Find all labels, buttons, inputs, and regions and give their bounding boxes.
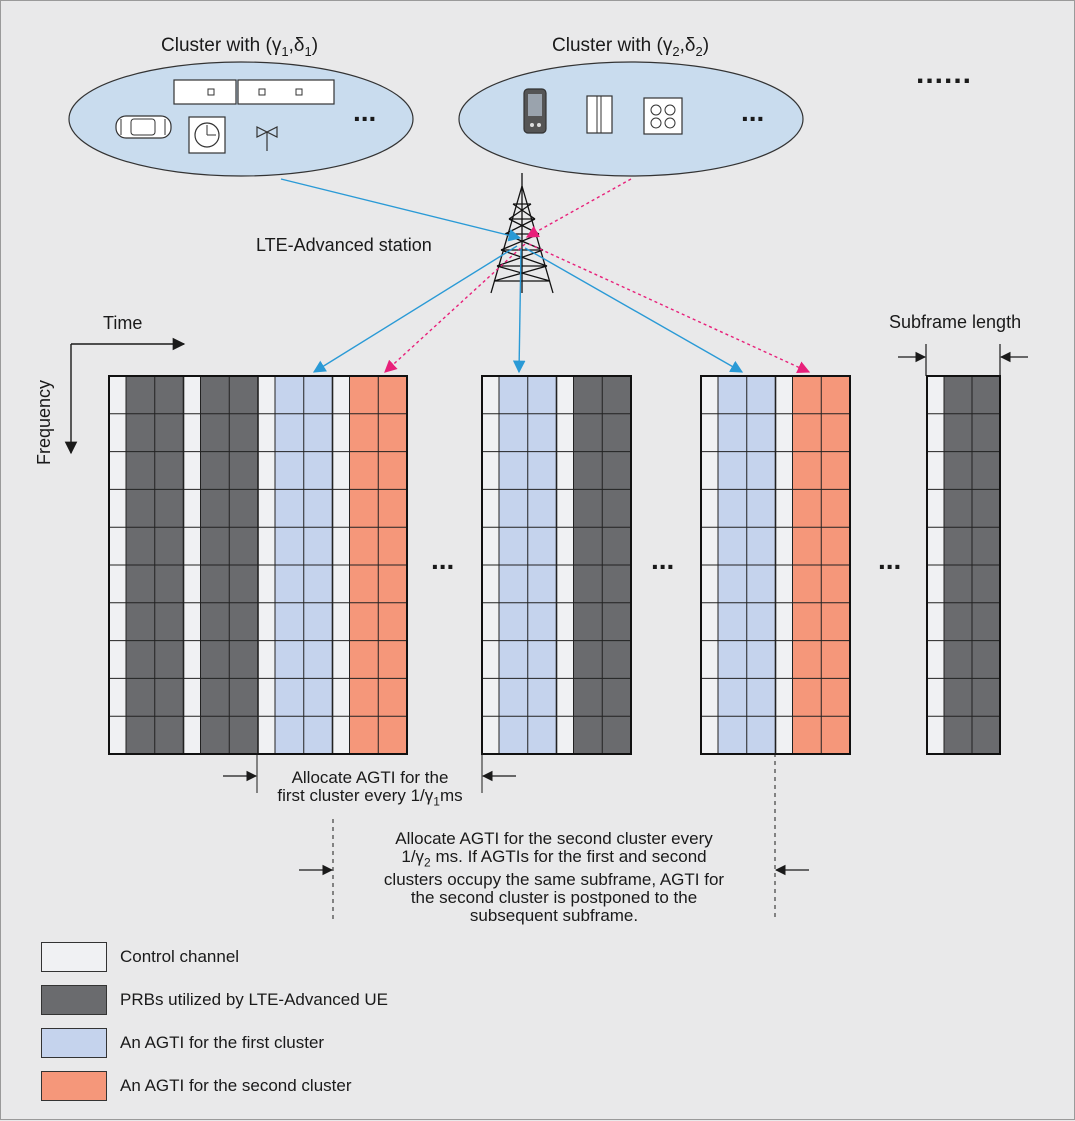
station-label: LTE-Advanced station	[256, 235, 432, 255]
second-agti-arrow-2	[528, 243, 811, 374]
cluster-1-ellipsis: ...	[353, 96, 376, 127]
legend-label-control: Control channel	[120, 947, 240, 966]
handheld-device-icon	[523, 88, 547, 134]
grid-ellipsis-3: ...	[878, 544, 901, 575]
time-axis-label: Time	[103, 313, 142, 333]
more-clusters-ellipsis: ......	[916, 57, 972, 90]
cluster-2-uplink-arrow	[525, 178, 632, 238]
second-cluster-annotation-line2: 1/γ2 ms. If AGTIs for the first and seco…	[401, 847, 707, 870]
grid-ellipsis-1: ...	[431, 544, 454, 575]
first-cluster-annotation-line2: first cluster every 1/γ1ms	[277, 786, 463, 809]
first-agti-arrow-1	[312, 245, 518, 373]
subframe-block-border	[108, 375, 408, 755]
first-cluster-annotation: Allocate AGTI for the first cluster ever…	[259, 769, 481, 810]
appliance-device-icon	[643, 97, 683, 135]
cabinet-device-icon	[586, 95, 613, 134]
subframe-length-label: Subframe length	[889, 312, 1021, 332]
first-agti-arrow-2	[512, 248, 526, 374]
legend-label-agti-first: An AGTI for the first cluster	[120, 1033, 325, 1052]
grid-ellipsis-2: ...	[651, 544, 674, 575]
antenna-sensor-icon	[256, 126, 278, 151]
legend-swatch-agti-first	[41, 1028, 107, 1058]
first-agti-arrow-3	[524, 247, 744, 373]
second-cluster-annotation-line5: subsequent subframe.	[469, 906, 639, 926]
legend-swatch-prb	[41, 985, 107, 1015]
first-cluster-annotation-line1: Allocate AGTI for the	[291, 768, 449, 787]
cluster-2-ellipsis: ...	[741, 96, 764, 127]
second-cluster-annotation-line3: clusters occupy the same subframe, AGTI …	[383, 870, 725, 890]
resource-grid	[108, 375, 1001, 755]
frequency-axis-label: Frequency	[34, 380, 54, 465]
legend-swatch-agti-second	[41, 1071, 107, 1101]
clock-meter-icon	[188, 116, 226, 154]
subframe-block-border	[481, 375, 632, 755]
legend-label-agti-second: An AGTI for the second cluster	[120, 1076, 352, 1095]
smart-meter-row-icon	[173, 79, 335, 105]
legend-swatch-control	[41, 942, 107, 972]
subframe-block-border	[926, 375, 1001, 755]
legend-label-prb: PRBs utilized by LTE-Advanced UE	[120, 990, 389, 1009]
cluster-2-label: Cluster with (γ2,δ2)	[552, 35, 709, 59]
car-icon	[115, 115, 172, 139]
second-cluster-annotation: Allocate AGTI for the second cluster eve…	[335, 830, 773, 925]
second-cluster-annotation-line4: the second cluster is postponed to the	[410, 888, 698, 908]
cluster-1-uplink-arrow	[280, 178, 522, 242]
cluster-1-label: Cluster with (γ1,δ1)	[161, 35, 318, 59]
second-agti-arrow-1	[384, 243, 526, 373]
second-cluster-annotation-line1: Allocate AGTI for the second cluster eve…	[395, 829, 713, 848]
